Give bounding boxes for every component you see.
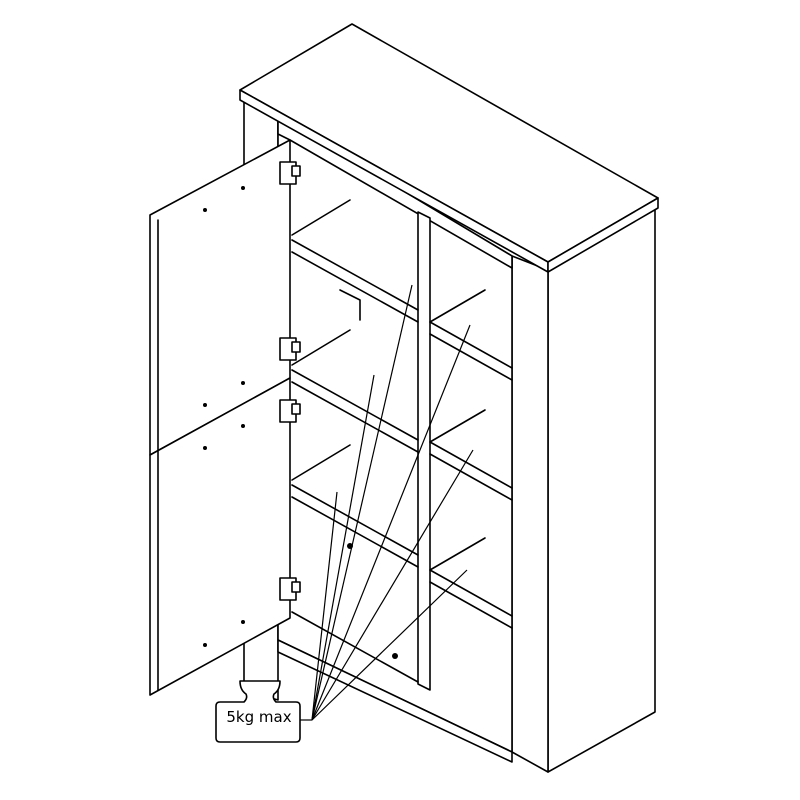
weight-icon: [215, 680, 301, 743]
open-door-lower: [149, 377, 291, 696]
bottom-plinth: [277, 639, 513, 763]
right-front-edge: [511, 255, 549, 773]
top-slab-side: [547, 197, 659, 273]
right-side-panel: [547, 207, 656, 773]
weight-limit-label: 5kg max: [226, 708, 292, 726]
shelves-right: [429, 289, 513, 629]
load-indicator-lines: [298, 284, 474, 721]
middle-divider: [417, 211, 431, 691]
hinges: [279, 161, 301, 601]
